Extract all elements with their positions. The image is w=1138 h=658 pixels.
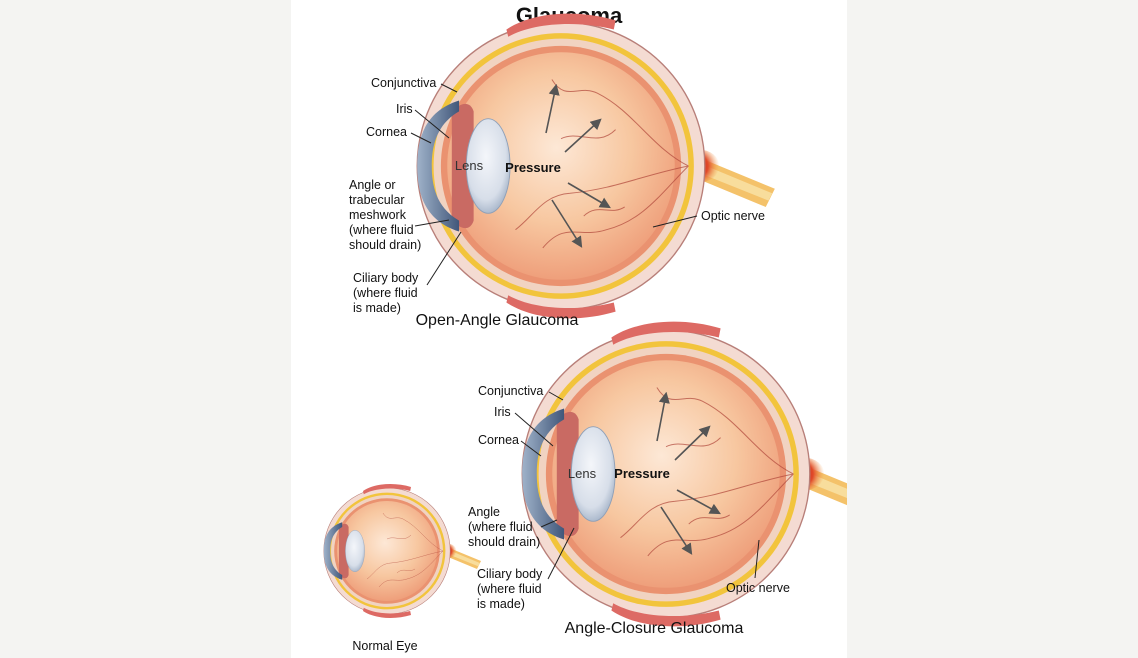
illustration-panel: Glaucoma Lens Pressure Conjunctiva Iris … xyxy=(291,0,847,658)
angle-label: Angle or trabecular meshwork (where flui… xyxy=(349,178,421,252)
ciliary-body-label: Ciliary body (where fluid is made) xyxy=(477,567,546,611)
pressure-arrow xyxy=(545,83,560,134)
normal-eye-caption: Normal Eye xyxy=(352,639,417,653)
pressure-arrow xyxy=(676,489,721,515)
cornea-label: Cornea xyxy=(478,433,519,447)
conjunctiva-label: Conjunctiva xyxy=(478,384,543,398)
pressure-label: Pressure xyxy=(614,466,670,481)
iris-label: Iris xyxy=(396,102,413,116)
pressure-arrow xyxy=(660,506,693,555)
angle-label: Angle (where fluid should drain) xyxy=(468,505,540,549)
optic-nerve-label: Optic nerve xyxy=(701,209,765,223)
optic-nerve-label: Optic nerve xyxy=(726,581,790,595)
open-angle-caption: Open-Angle Glaucoma xyxy=(416,312,579,329)
ciliary-body-label: Ciliary body (where fluid is made) xyxy=(353,271,422,315)
pressure-arrow xyxy=(656,391,670,442)
pressure-arrow xyxy=(674,425,711,461)
iris-label: Iris xyxy=(494,405,511,419)
glaucoma-illustration: Glaucoma Lens Pressure Conjunctiva Iris … xyxy=(323,3,847,653)
open-angle-eye: Lens Pressure Conjunctiva Iris Cornea An… xyxy=(349,12,776,329)
pressure-label: Pressure xyxy=(505,160,561,175)
lens-label: Lens xyxy=(568,466,597,481)
angle-closure-eye: Lens Pressure Conjunctiva Iris Cornea An… xyxy=(468,320,847,637)
pressure-arrow xyxy=(551,199,583,248)
pressure-arrow xyxy=(564,118,602,153)
angle-closure-caption: Angle-Closure Glaucoma xyxy=(565,620,744,637)
normal-eye: Normal Eye xyxy=(323,483,482,653)
lens-label: Lens xyxy=(455,158,484,173)
conjunctiva-label: Conjunctiva xyxy=(371,76,436,90)
pressure-arrow xyxy=(567,182,611,209)
cornea-label: Cornea xyxy=(366,125,407,139)
